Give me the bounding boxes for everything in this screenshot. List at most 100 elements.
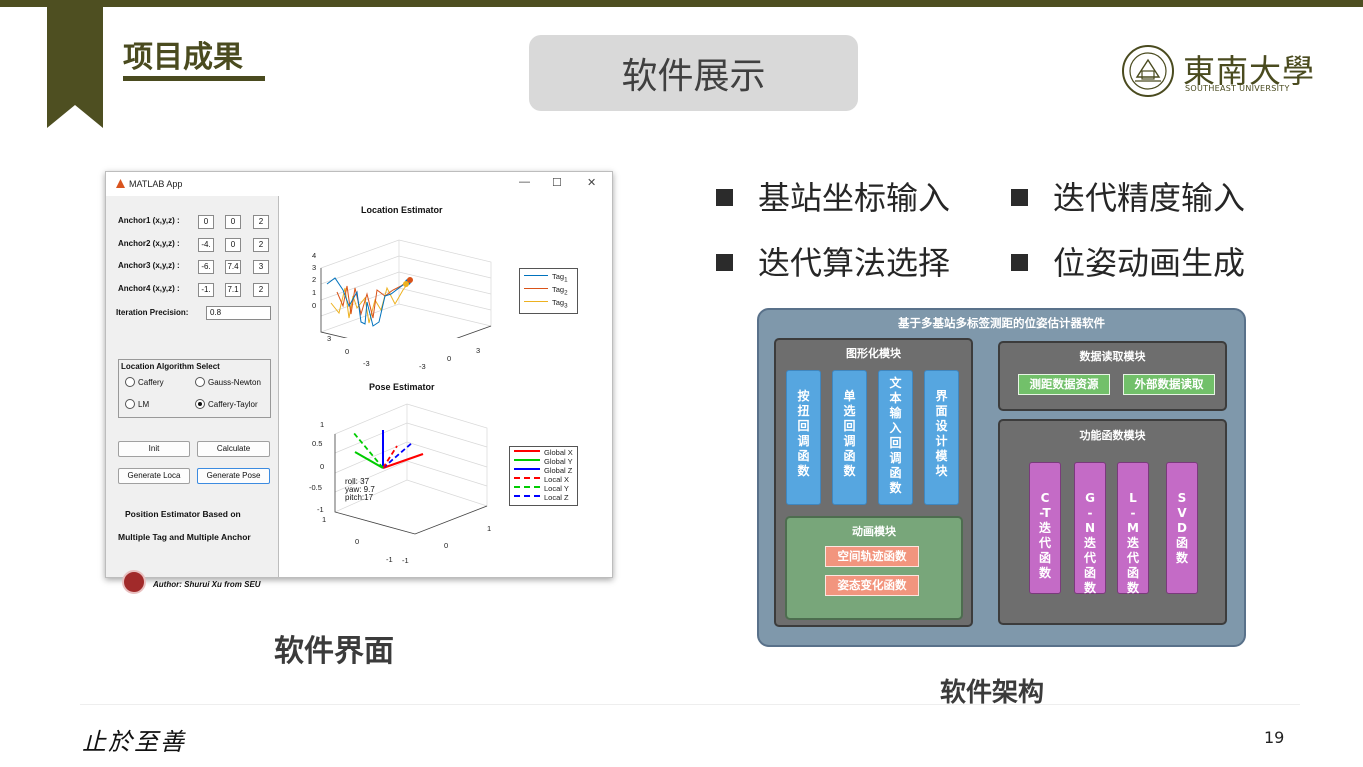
- ct-iteration-column: C-T迭代函数: [1029, 462, 1061, 594]
- data-module-title: 数据读取模块: [1079, 350, 1146, 363]
- legend-local-y: Local Y: [514, 484, 569, 493]
- legend-global-z-label: Global Z: [544, 466, 573, 475]
- radio-lm-label: LM: [138, 400, 150, 409]
- external-data-box: 外部数据读取: [1123, 374, 1215, 395]
- svd-function-column: SVD函数: [1166, 462, 1198, 594]
- feature-item: 迭代算法选择: [716, 238, 950, 284]
- anchor3-z-field[interactable]: 3: [253, 260, 269, 274]
- local-x-axis: [382, 445, 398, 469]
- slide-title-box: 软件展示: [529, 35, 858, 111]
- loc-xtick: 0: [345, 347, 350, 356]
- feature-item: 位姿动画生成: [1011, 238, 1245, 284]
- section-underline: [123, 76, 265, 81]
- loc-xtick: 3: [327, 334, 332, 343]
- precision-field[interactable]: 0.8: [206, 306, 271, 320]
- legend-tag2-sub: 2: [564, 289, 568, 297]
- minimize-button[interactable]: —: [519, 176, 530, 188]
- legend-tag3: Tag3: [524, 298, 568, 310]
- anchor1-y-field[interactable]: 0: [225, 215, 241, 229]
- feature-label: 迭代算法选择: [758, 244, 951, 282]
- gui-module-title: 图形化模块: [846, 347, 901, 360]
- loc-xtick: -3: [363, 359, 370, 368]
- anchor2-z-field[interactable]: 2: [253, 238, 269, 252]
- radio-caffery[interactable]: Caffery: [125, 377, 164, 387]
- anchor2-y-field[interactable]: 0: [225, 238, 241, 252]
- loc-ztick: 3: [312, 263, 317, 272]
- local-z-axis: [382, 441, 414, 469]
- function-module-panel: 功能函数模块 C-T迭代函数 G-N迭代函数 L-M迭代函数 SVD函数: [998, 419, 1227, 625]
- generate-loca-button[interactable]: Generate Loca: [118, 468, 190, 484]
- column-label: 界面设计模块: [935, 389, 948, 478]
- feature-label: 位姿动画生成: [1053, 244, 1246, 282]
- logo-chinese-name: 東南大學: [1183, 52, 1316, 90]
- animation-module-panel: 动画模块 空间轨迹函数 姿态变化函数: [785, 516, 963, 620]
- feature-label: 迭代精度输入: [1053, 179, 1246, 217]
- anchor1-x-field[interactable]: 0: [198, 215, 214, 229]
- anchor4-z-field[interactable]: 2: [253, 283, 269, 297]
- attitude-function-box: 姿态变化函数: [825, 575, 919, 596]
- close-button[interactable]: ✕: [587, 177, 597, 189]
- gn-iteration-column: G-N迭代函数: [1074, 462, 1106, 595]
- corner-ribbon: [47, 0, 103, 128]
- algorithm-group: Location Algorithm Select Caffery Gauss-…: [118, 359, 271, 418]
- matlab-app-window: MATLAB App — ☐ ✕ Anchor1 (x,y,z) : 0 0 2…: [105, 171, 613, 594]
- radio-dot: [125, 399, 135, 409]
- calculate-button[interactable]: Calculate: [197, 441, 270, 457]
- anchor1-label: Anchor1 (x,y,z) :: [118, 216, 180, 225]
- pose-ytick: 1: [487, 524, 492, 533]
- page-number: 19: [1264, 728, 1285, 747]
- data-module-panel: 数据读取模块 测距数据资源 外部数据读取: [998, 341, 1227, 411]
- legend-tag3-sub: 3: [564, 302, 568, 310]
- legend-tag1-sub: 1: [564, 276, 568, 284]
- loc-ytick: 0: [447, 354, 452, 363]
- loc-ztick: 2: [312, 275, 317, 284]
- pose-plot-title: Pose Estimator: [369, 382, 435, 392]
- radio-lm[interactable]: LM: [125, 399, 149, 409]
- radio-dot: [195, 377, 205, 387]
- legend-global-y: Global Y: [514, 457, 573, 466]
- anchor3-x-field[interactable]: -6.: [198, 260, 214, 274]
- radio-callback-column: 单选回调函数: [832, 370, 867, 505]
- precision-label: Iteration Precision:: [116, 308, 189, 317]
- software-ui-caption: 软件界面: [274, 634, 394, 669]
- column-label: G-N迭代函数: [1084, 491, 1097, 595]
- pose-ytick: 0: [444, 541, 449, 550]
- matlab-icon: [116, 179, 125, 188]
- anchor2-x-field[interactable]: -4.: [198, 238, 214, 252]
- legend-global-z: Global Z: [514, 466, 572, 475]
- legend-local-x: Local X: [514, 475, 569, 484]
- button-callback-column: 按扭回调函数: [786, 370, 821, 505]
- column-label: SVD函数: [1176, 491, 1189, 565]
- generate-pose-button[interactable]: Generate Pose: [197, 468, 270, 484]
- pose-xtick: 1: [322, 515, 327, 524]
- pose-xtick: 0: [355, 537, 360, 546]
- legend-tag1: Tag1: [524, 272, 568, 284]
- bullet-square-icon: [716, 254, 733, 271]
- pose-ztick: -1: [317, 505, 324, 514]
- pose-ztick: 0: [320, 462, 325, 471]
- anchor1-z-field[interactable]: 2: [253, 215, 269, 229]
- anchor3-y-field[interactable]: 7.4: [225, 260, 241, 274]
- init-button[interactable]: Init: [118, 441, 190, 457]
- radio-gauss-newton[interactable]: Gauss-Newton: [195, 377, 261, 387]
- top-bar: [0, 0, 1363, 7]
- ranging-data-box: 测距数据资源: [1018, 374, 1110, 395]
- legend-global-x-label: Global X: [544, 448, 573, 457]
- bullet-square-icon: [1011, 189, 1028, 206]
- pose-ztick: -0.5: [309, 483, 322, 492]
- feature-item: 基站坐标输入: [716, 173, 950, 219]
- algorithm-group-title: Location Algorithm Select: [121, 362, 220, 371]
- anchor4-y-field[interactable]: 7.1: [225, 283, 241, 297]
- tag2-marker: [407, 277, 413, 283]
- logo-english-name: SOUTHEAST UNIVERSITY: [1185, 84, 1290, 93]
- pose-plot-axes: [334, 403, 488, 535]
- loc-ztick: 0: [312, 301, 317, 310]
- location-plot-axes: [320, 239, 492, 338]
- anchor4-x-field[interactable]: -1.: [198, 283, 214, 297]
- function-module-title: 功能函数模块: [1079, 429, 1146, 442]
- legend-tag2: Tag2: [524, 285, 568, 297]
- seu-logo-icon: [122, 570, 146, 594]
- radio-caffery-taylor[interactable]: Caffery-Taylor: [195, 399, 258, 409]
- tag1-trajectory: [326, 277, 408, 327]
- maximize-button[interactable]: ☐: [552, 177, 562, 189]
